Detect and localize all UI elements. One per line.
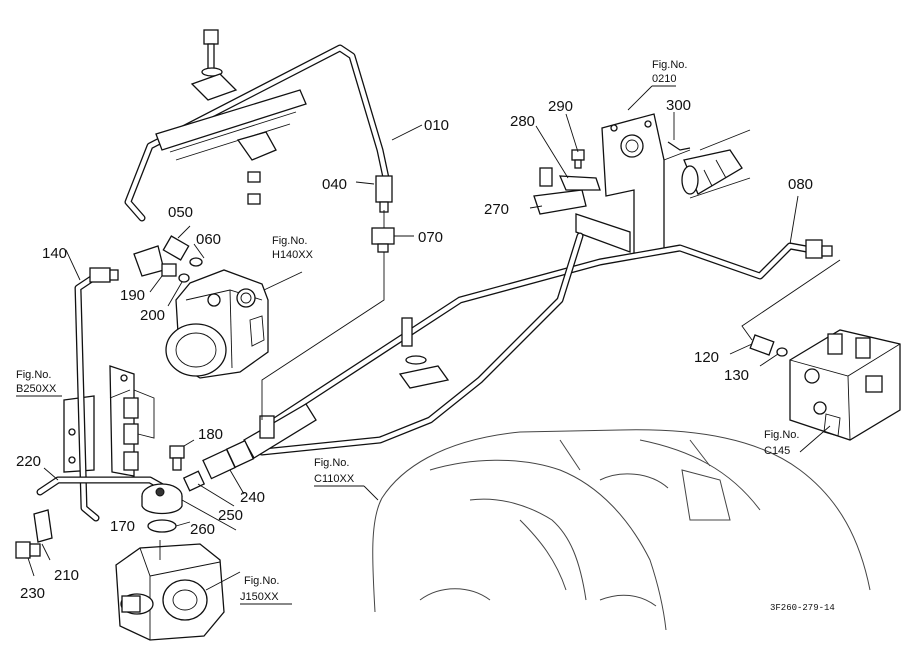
- control-valve-assembly: [789, 329, 901, 441]
- bolt-290: [571, 149, 585, 169]
- figref-0210: Fig.No. 0210: [652, 59, 687, 87]
- fitting-140-end: [89, 267, 119, 283]
- pipe-return: [258, 232, 584, 456]
- fitting-120: [749, 334, 788, 357]
- bracket-270-280: [533, 167, 601, 215]
- figref-j150-prefix: Fig.No.: [244, 575, 279, 587]
- filter-block-260: [141, 483, 183, 515]
- label-290: 290: [548, 98, 573, 115]
- pipe-140: [74, 272, 100, 522]
- label-060: 060: [196, 231, 221, 248]
- label-250: 250: [218, 507, 243, 524]
- label-260: 260: [190, 521, 215, 538]
- pipe-080: [266, 242, 816, 428]
- figref-c145-code: C145: [764, 445, 790, 457]
- clamp-plate-top: [155, 89, 307, 205]
- label-200: 200: [140, 307, 165, 324]
- label-080: 080: [788, 176, 813, 193]
- fitting-250: [182, 470, 206, 492]
- pipe-010: [124, 44, 390, 222]
- label-280: 280: [510, 113, 535, 130]
- bolt-180: [169, 445, 185, 471]
- figref-h140-code: H140XX: [272, 249, 314, 261]
- drawing-code: 3F260-279-14: [770, 603, 835, 613]
- label-140: 140: [42, 245, 67, 262]
- bolt-230: [15, 541, 41, 559]
- label-220: 220: [16, 453, 41, 470]
- label-010: 010: [424, 117, 449, 134]
- figref-b250-code: B250XX: [16, 383, 57, 395]
- bolt-top: [190, 29, 238, 101]
- valve-bracket-0210: [575, 113, 751, 259]
- fitting-050: [162, 235, 203, 267]
- label-230: 230: [20, 585, 45, 602]
- figref-0210-code: 0210: [652, 73, 676, 85]
- figref-h140: Fig.No. H140XX: [272, 235, 314, 261]
- label-190: 190: [120, 287, 145, 304]
- pipe-clamp-mid: [398, 317, 450, 389]
- figref-c110-prefix: Fig.No.: [314, 457, 349, 469]
- figref-c145: Fig.No. C145: [764, 429, 799, 457]
- label-050: 050: [168, 204, 193, 221]
- figref-c110: Fig.No. C110XX: [314, 457, 364, 487]
- figref-0210-prefix: Fig.No.: [652, 59, 687, 71]
- hose-300: [667, 141, 743, 195]
- label-070: 070: [418, 229, 443, 246]
- figref-c110-code: C110XX: [314, 473, 355, 485]
- leader-lines: [27, 85, 841, 591]
- fitting-040: [375, 175, 393, 213]
- label-210: 210: [54, 567, 79, 584]
- lower-pump-body: [115, 543, 225, 641]
- oring-170: [147, 519, 177, 533]
- hydraulic-pump-assembly: [165, 269, 269, 379]
- label-180: 180: [198, 426, 223, 443]
- label-170: 170: [110, 518, 135, 535]
- tractor-frame-outline: [372, 429, 871, 631]
- clip-210: [33, 509, 53, 543]
- hose-assembly-240: [202, 403, 317, 480]
- figref-j150-code: J150XX: [240, 591, 279, 603]
- label-040: 040: [322, 176, 347, 193]
- fitting-080-end: [805, 239, 833, 259]
- fitting-070: [371, 227, 395, 253]
- label-270: 270: [484, 201, 509, 218]
- figref-b250-prefix: Fig.No.: [16, 369, 51, 381]
- label-130: 130: [724, 367, 749, 384]
- figref-c145-prefix: Fig.No.: [764, 429, 799, 441]
- fitting-190: [133, 245, 190, 283]
- label-300: 300: [666, 97, 691, 114]
- figref-j150: Fig.No. J150XX: [240, 575, 292, 605]
- label-240: 240: [240, 489, 265, 506]
- figref-b250: Fig.No. B250XX: [16, 369, 62, 397]
- label-120: 120: [694, 349, 719, 366]
- figref-h140-prefix: Fig.No.: [272, 235, 307, 247]
